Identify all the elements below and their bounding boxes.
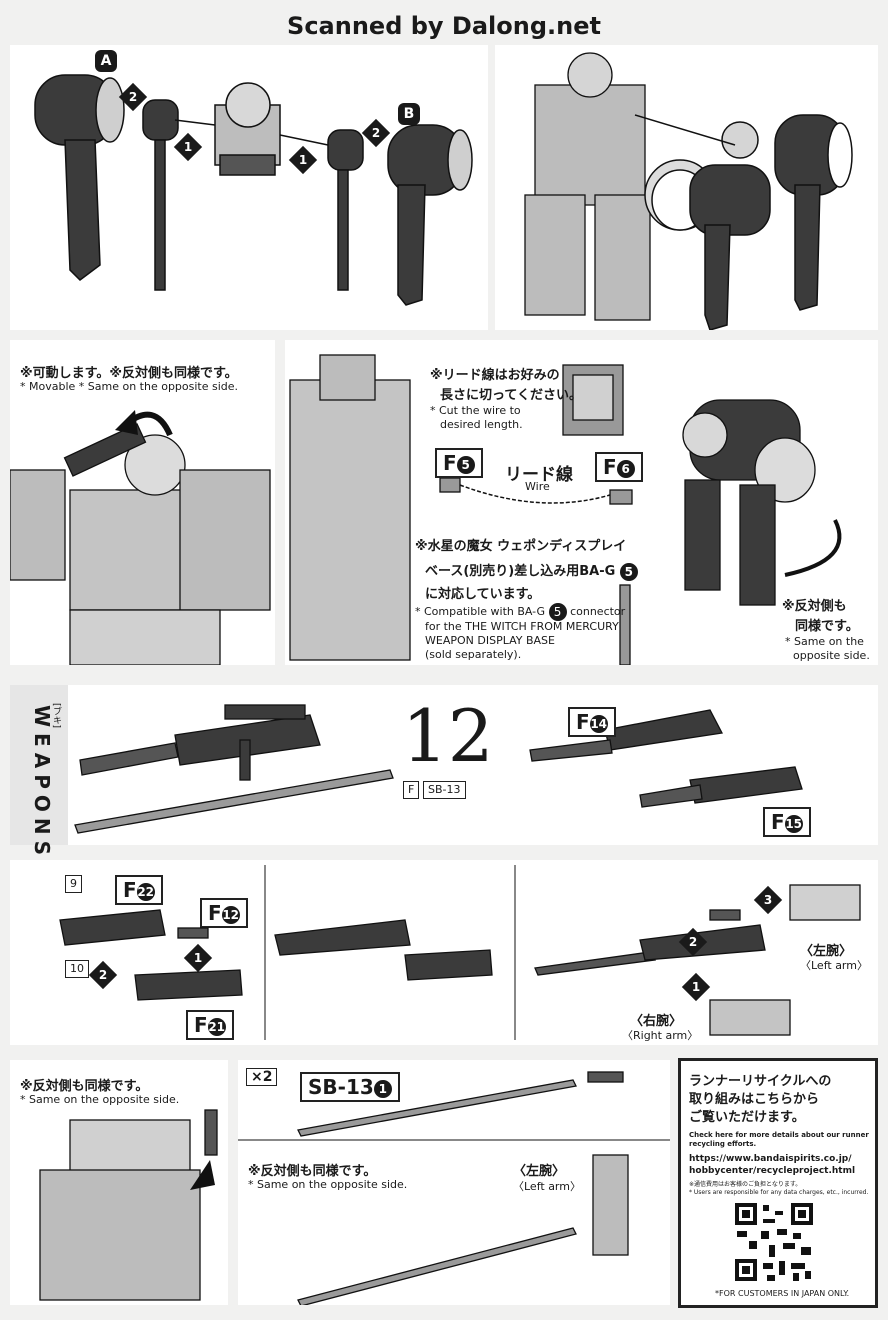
right-arm-jp: 〈右腕〉 [630, 1014, 683, 1029]
recycle-info-box: ランナーリサイクルへの 取り組みはこちらから ご覧いただけます。 Check h… [678, 1058, 878, 1308]
compat-note-jp-3: に対応しています。 [425, 587, 541, 602]
weapons-title-jp: [ブキ] [51, 703, 61, 729]
compat-note-en-3: WEAPON DISPLAY BASE [425, 634, 555, 647]
opposite-note-en: * Same on the opposite side. [20, 1093, 180, 1106]
movable-note-jp: ※可動します。※反対側も同様です。 [20, 366, 238, 381]
scan-credit: Scanned by Dalong.net [287, 12, 601, 40]
panel-robot-attachment [495, 45, 878, 330]
label-a: A [95, 50, 117, 72]
step-1-marker-right: 1 [288, 145, 318, 175]
step-number: 12 [402, 694, 494, 778]
right-arm-en: 〈Right arm〉 [622, 1029, 699, 1042]
step-1-marker: 1 [183, 943, 213, 973]
panel-wire-display: ※リード線はお好みの 長さに切ってください。 * Cut the wire to… [285, 340, 878, 665]
compat-note-jp-1: ※水星の魔女 ウェポンディスプレイ [415, 539, 627, 554]
part-tag-f12: F12 [200, 898, 248, 928]
panel-movable-note: ※可動します。※反対側も同様です。 * Movable * Same on th… [10, 340, 275, 665]
opposite-note-jp-2: 同様です。 [795, 619, 859, 634]
wire-cut-note-jp-1: ※リード線はお好みの [430, 368, 560, 383]
left-arm-jp: 〈左腕〉 [800, 944, 853, 959]
recycle-title: ランナーリサイクルへの 取り組みはこちらから ご覧いただけます。 [689, 1074, 832, 1125]
weapon-step-illustration [59, 865, 861, 1040]
opposite-note-en-2: opposite side. [793, 649, 870, 662]
opposite-note-2-jp: ※反対側も同様です。 [248, 1164, 377, 1179]
opposite-note-en-1: * Same on the [785, 635, 864, 648]
panel-assembly-exploded: A B 2 1 2 1 [10, 45, 488, 330]
compat-note-en-2: for the THE WITCH FROM MERCURY [425, 620, 619, 633]
wire-cut-note-jp-2: 長さに切ってください。 [440, 388, 582, 403]
bottom-left-panel: ※反対側も同様です。 * Same on the opposite side. [10, 1060, 228, 1305]
left-arm-en: 〈Left arm〉 [800, 959, 868, 972]
step-2-marker: 2 [88, 960, 118, 990]
part-tag-f15: F15 [763, 807, 811, 837]
opposite-note-jp-1: ※反対側も [782, 599, 847, 614]
rod-assembly-illustration [238, 1071, 670, 1305]
wire-label-jp: リード線 [505, 465, 573, 485]
wire-cut-note-en-1: * Cut the wire to [430, 404, 521, 417]
step-3-marker: 3 [753, 885, 783, 915]
wire-cut-note-en-2: desired length. [440, 418, 523, 431]
label-b: B [398, 103, 420, 125]
left-arm-2-jp: 〈左腕〉 [513, 1164, 566, 1179]
step-2-marker-arm: 2 [678, 927, 708, 957]
movable-thruster-illustration [10, 410, 271, 665]
exploded-parts-illustration [34, 74, 473, 306]
step-1-marker-left: 1 [173, 132, 203, 162]
wire-label-en: Wire [525, 480, 550, 493]
recycle-en: Check here for more details about our ru… [689, 1131, 869, 1148]
weapons-illustration [74, 704, 803, 834]
cut-9: 9 [65, 875, 82, 893]
times-two-badge: ×2 [246, 1068, 278, 1086]
part-tag-f14: F14 [568, 707, 616, 737]
runner-f-tag: F [403, 781, 420, 799]
robot-arm-illustration [39, 1109, 218, 1301]
weapon-assembly-steps: 9 10 F22 F12 F21 2 1 3 2 1 〈左腕〉 〈Left ar… [10, 860, 878, 1045]
left-arm-2-en: 〈Left arm〉 [513, 1180, 581, 1193]
part-tag-f22: F22 [115, 875, 163, 905]
movable-note-en: * Movable * Same on the opposite side. [20, 380, 239, 393]
runner-sb13-tag: SB-13 [423, 781, 466, 799]
compat-note-jp-2: ベース(別売り)差し込み用BA-G 5 [425, 560, 638, 581]
step-2-marker-right: 2 [361, 118, 391, 148]
compat-note-en-1: * Compatible with BA-G 5 connector [415, 603, 626, 621]
qr-code-icon[interactable] [733, 1201, 815, 1283]
step-2-marker-left: 2 [118, 82, 148, 112]
step-1-marker-arm: 1 [681, 972, 711, 1002]
robot-with-thrusters-illustration [524, 52, 853, 330]
recycle-url[interactable]: https://www.bandaispirits.co.jp/ hobbyce… [689, 1154, 856, 1176]
part-tag-f21: F21 [186, 1010, 234, 1040]
recycle-fine-print: ※通信費用はお客様のご負担となります。 * Users are responsi… [689, 1181, 869, 1196]
weapons-section: WEAPONS [ブキ] 12 F SB-13 F14 F15 [10, 685, 878, 861]
wire-display-illustration [289, 354, 842, 665]
compat-note-en-4: (sold separately). [425, 648, 522, 661]
opposite-note-2-en: * Same on the opposite side. [248, 1178, 408, 1191]
weapons-title: WEAPONS [30, 705, 54, 862]
japan-only-note: *FOR CUSTOMERS IN JAPAN ONLY. [715, 1289, 850, 1298]
cut-10: 10 [65, 960, 89, 978]
weapons-side-band [10, 685, 68, 845]
opposite-note-jp: ※反対側も同様です。 [20, 1079, 149, 1094]
